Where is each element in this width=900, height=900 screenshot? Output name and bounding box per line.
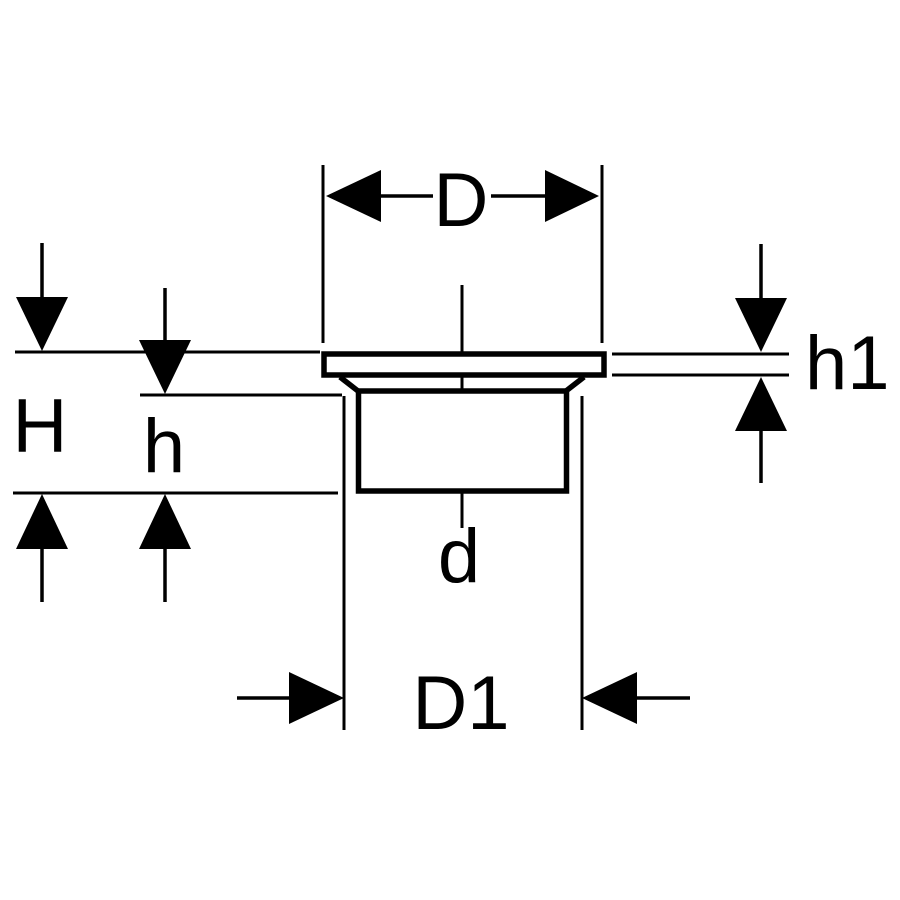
arrow-down-icon [735,298,787,352]
arrow-up-icon [16,494,68,549]
flange-outline [321,351,607,378]
taper-edge-left [338,374,360,394]
label-D: D [434,158,489,243]
arrow-down-icon [139,340,191,394]
body-outline [355,388,570,494]
arrow-left-icon [582,672,637,724]
arrow-up-icon [139,494,191,549]
dimension-D: D [326,158,599,243]
label-h: h [143,404,185,489]
arrow-up-icon [735,377,787,431]
label-h1: h1 [805,321,890,406]
label-H: H [13,384,68,469]
dimension-H: H [13,243,68,602]
dimension-h: h [139,288,191,602]
arrow-right-icon [545,170,599,222]
arrow-left-icon [326,170,381,222]
dimension-h1: h1 [735,244,890,483]
part-outline [321,351,607,494]
arrow-right-icon [289,672,344,724]
label-D1: D1 [412,661,509,746]
dimension-D1: D1 [237,661,690,746]
arrow-down-icon [16,297,68,351]
label-d: d [438,514,480,599]
